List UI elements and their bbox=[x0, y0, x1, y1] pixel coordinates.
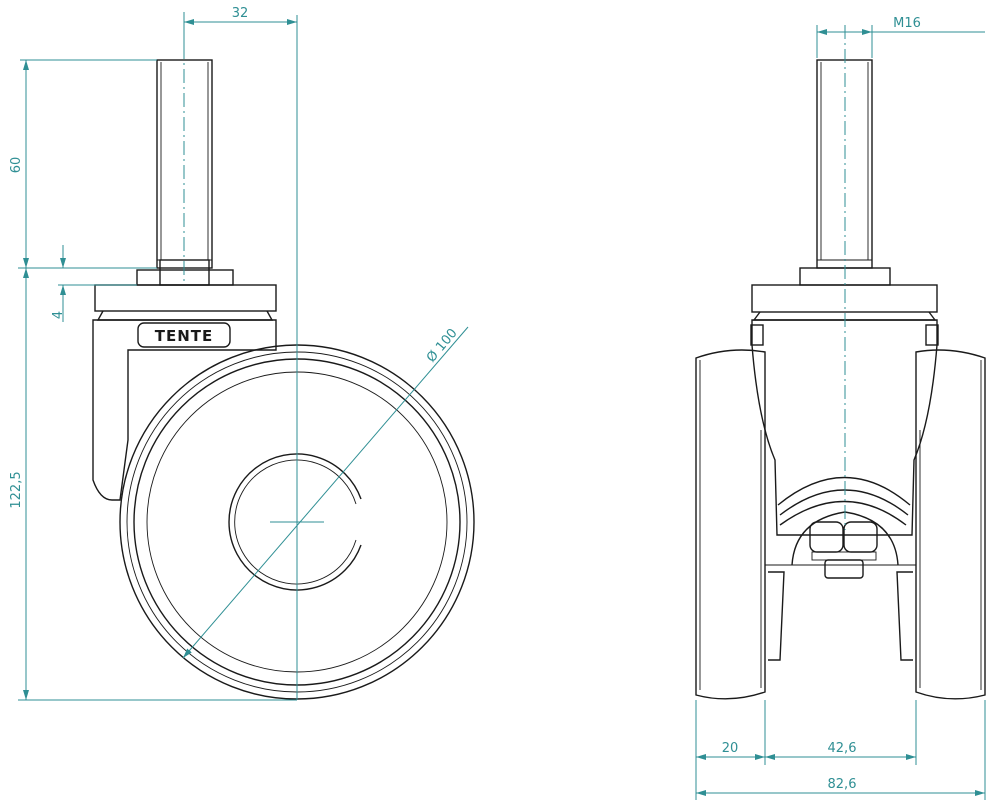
fork-leg-right bbox=[896, 571, 913, 661]
dimension-thread: M16 bbox=[816, 16, 985, 58]
axle-nut bbox=[809, 521, 878, 579]
dimension-wheel-width: 20 bbox=[696, 741, 765, 760]
svg-text:82,6: 82,6 bbox=[828, 777, 857, 792]
svg-text:4: 4 bbox=[51, 311, 66, 319]
dimension-stem-offset: 32 bbox=[183, 6, 297, 50]
top-plate bbox=[94, 284, 277, 312]
side-badge-right bbox=[925, 324, 939, 346]
dimension-collar-height: 4 bbox=[51, 245, 137, 322]
svg-text:60: 60 bbox=[9, 157, 24, 174]
tente-badge: TENTE bbox=[137, 322, 231, 348]
front-view: M16 20 42,6 82,6 bbox=[695, 16, 986, 800]
svg-text:122,5: 122,5 bbox=[9, 471, 24, 508]
dimension-wheel-gap: 42,6 bbox=[765, 741, 916, 760]
fork-rib bbox=[779, 500, 907, 526]
axle-arch bbox=[791, 511, 899, 566]
fork-rib bbox=[779, 489, 909, 516]
side-view: TENTE 32 60 4 bbox=[9, 6, 475, 701]
collar bbox=[136, 269, 234, 286]
dimension-overall-width: 82,6 bbox=[696, 777, 985, 796]
right-wheel-front bbox=[915, 349, 986, 700]
plate-ring bbox=[96, 310, 274, 321]
fork-body-front bbox=[751, 319, 938, 536]
svg-text:20: 20 bbox=[722, 741, 739, 756]
svg-text:42,6: 42,6 bbox=[828, 741, 857, 756]
left-wheel-front bbox=[695, 349, 766, 700]
fork-housing bbox=[92, 319, 277, 501]
dimension-stem-length: 60 bbox=[9, 59, 157, 269]
svg-text:32: 32 bbox=[232, 6, 249, 21]
fork-rib bbox=[777, 476, 911, 506]
fork-leg-left bbox=[768, 571, 785, 661]
svg-text:M16: M16 bbox=[893, 16, 921, 31]
dimension-total-height: 122,5 bbox=[9, 268, 297, 701]
side-badge-left bbox=[750, 324, 764, 346]
svg-text:Ø 100: Ø 100 bbox=[424, 326, 461, 366]
brand-label: TENTE bbox=[155, 327, 214, 345]
hub bbox=[228, 453, 362, 591]
